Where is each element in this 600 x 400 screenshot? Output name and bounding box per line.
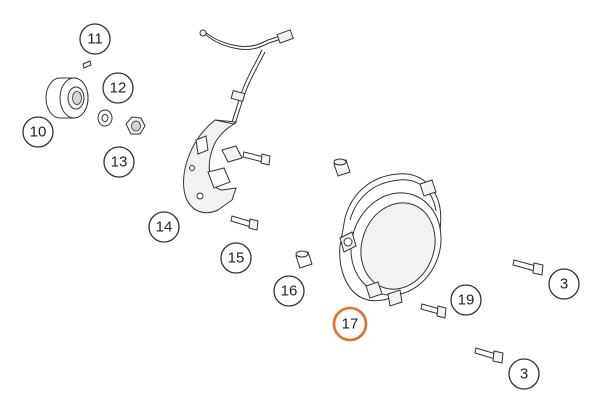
callout-13-label: 13: [111, 154, 128, 171]
callout-19[interactable]: 19: [450, 284, 482, 316]
callout-19-label: 19: [458, 292, 475, 309]
callout-17-label: 17: [342, 316, 359, 333]
callout-16[interactable]: 16: [273, 275, 305, 307]
callout-3-lower[interactable]: 3: [508, 358, 540, 390]
callout-3-upper-label: 3: [560, 276, 568, 293]
part-19-bolt: [420, 303, 447, 319]
callout-14-label: 14: [156, 219, 173, 236]
callout-15[interactable]: 15: [220, 242, 252, 274]
callout-12-label: 12: [110, 80, 127, 97]
part-11-key: [82, 60, 92, 69]
part-15-bolt: [230, 215, 259, 231]
part-14-stator: [183, 29, 294, 214]
callout-10[interactable]: 10: [22, 116, 54, 148]
part-3-bolt-upper: [512, 259, 544, 276]
callout-15-label: 15: [228, 250, 245, 267]
callout-16-label: 16: [281, 283, 298, 300]
part-12-washer: [97, 109, 113, 127]
dowel-pin-upper: [333, 158, 351, 177]
part-17-ignition-cover: [339, 173, 442, 307]
callout-12[interactable]: 12: [102, 72, 134, 104]
callout-3-lower-label: 3: [520, 366, 528, 383]
callout-10-label: 10: [30, 124, 47, 141]
part-10-rotor-hub: [45, 77, 89, 119]
part-3-bolt-lower: [474, 347, 504, 364]
callout-17[interactable]: 17: [332, 306, 368, 342]
callout-11-label: 11: [87, 31, 103, 48]
part-16-dowel: [295, 250, 313, 269]
callout-13[interactable]: 13: [103, 146, 135, 178]
callout-11[interactable]: 11: [79, 23, 111, 55]
part-13-nut: [125, 116, 146, 135]
callout-3-upper[interactable]: 3: [548, 268, 580, 300]
callout-14[interactable]: 14: [148, 211, 180, 243]
bolt-upper-small: [242, 151, 271, 166]
